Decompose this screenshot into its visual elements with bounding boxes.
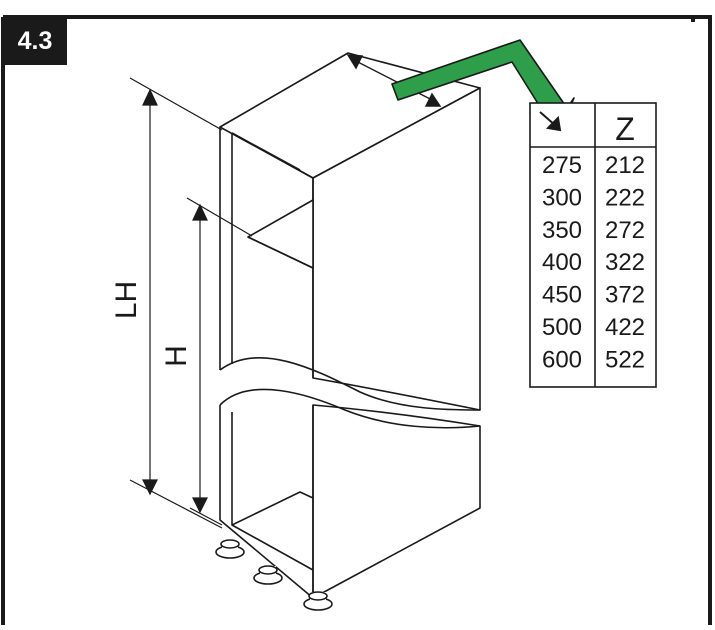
depth-dimension <box>346 54 442 107</box>
cabinet-shelf <box>247 199 314 269</box>
table-cell-width: 600 <box>542 346 582 373</box>
step-number-badge: 4.3 <box>3 17 67 65</box>
lh-label: LH <box>110 281 143 319</box>
z-table: Z 275 212 300 222 350 272 400 322 450 372 500 422 60… <box>529 102 657 388</box>
table-cell-z: 272 <box>605 217 645 244</box>
break-line-top <box>219 356 481 411</box>
h-dimension <box>186 197 253 526</box>
table-cell-z: 372 <box>605 282 645 309</box>
break-line-bottom <box>219 388 481 429</box>
table-cell-width: 275 <box>542 152 582 179</box>
figure-border <box>1 15 712 625</box>
cabinet-front-upper <box>219 127 314 378</box>
table-cell-width: 350 <box>542 217 582 244</box>
cabinet-side-lower <box>312 404 481 599</box>
table-cell-width: 300 <box>542 184 582 211</box>
lh-dimension <box>129 77 223 529</box>
cabinet <box>219 52 481 599</box>
table-cell-width: 500 <box>542 314 582 341</box>
table-cell-width: 400 <box>542 249 582 276</box>
table-cell-z: 212 <box>605 152 645 179</box>
table-cell-z: 422 <box>605 314 645 341</box>
arrow-down-right-icon <box>539 111 562 132</box>
table-cell-z: 322 <box>605 249 645 276</box>
table-cell-z: 222 <box>605 184 645 211</box>
cabinet-legs <box>215 539 333 611</box>
table-cell-z: 522 <box>605 346 645 373</box>
h-label: H <box>160 345 193 367</box>
table-cell-width: 450 <box>542 282 582 309</box>
z-header: Z <box>615 111 635 147</box>
